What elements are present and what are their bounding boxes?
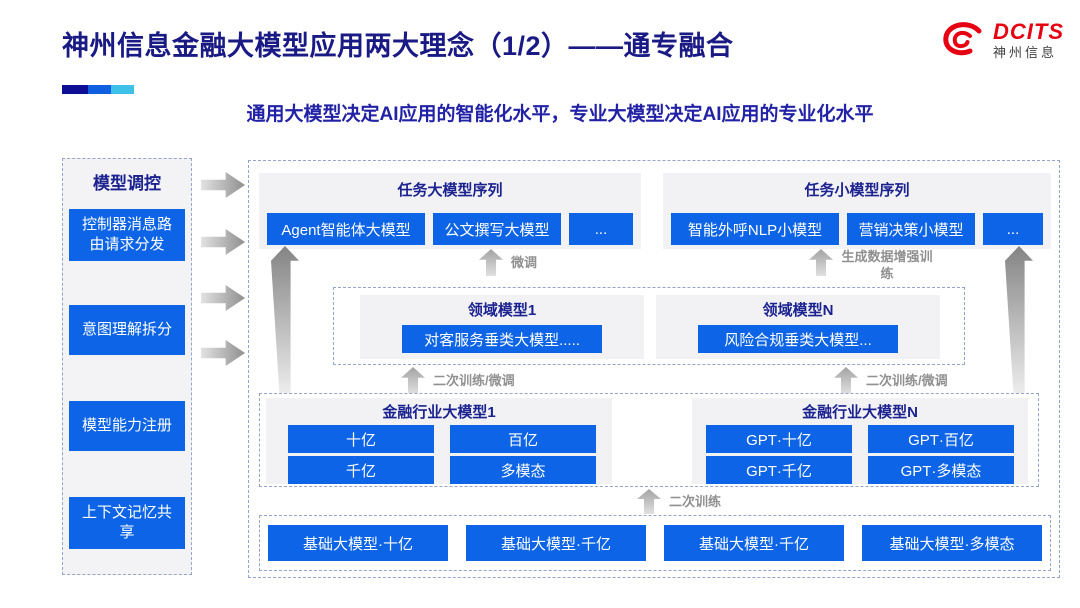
logo-brand: DCITS: [993, 19, 1064, 44]
sidebar-item-capability-register: 模型能力注册: [69, 401, 185, 451]
node-agent-large-model: Agent智能体大模型: [267, 213, 425, 245]
node-gpt-multimodal-model: GPT·多模态: [868, 456, 1014, 484]
sidebar-item-context-share: 上下文记忆共享: [69, 497, 185, 549]
diagram-main: 任务大模型序列 Agent智能体大模型 公文撰写大模型 ... 任务小模型序列 …: [248, 160, 1060, 578]
secondary-ft-left-label: 二次训练/微调: [433, 373, 515, 388]
node-base-100b-model-a: 基础大模型·千亿: [466, 525, 646, 561]
sidebar-item-intent-split: 意图理解拆分: [69, 305, 185, 355]
domain-model-1-panel: 领域模型1 对客服务垂类大模型.....: [360, 295, 644, 359]
node-outbound-nlp-model: 智能外呼NLP小模型: [671, 213, 839, 245]
node-marketing-decision-model: 营销决策小模型: [847, 213, 975, 245]
accent-bar: [62, 85, 134, 94]
task-large-panel: 任务大模型序列 Agent智能体大模型 公文撰写大模型 ...: [259, 173, 641, 249]
task-large-title: 任务大模型序列: [397, 182, 503, 199]
node-task-large-more: ...: [569, 213, 633, 245]
page-title: 神州信息金融大模型应用两大理念（1/2）——通专融合: [62, 31, 734, 61]
dcits-swirl-icon: [943, 22, 982, 56]
industry-model-1-title: 金融行业大模型1: [382, 404, 496, 421]
right-arrow-icon: [201, 172, 245, 198]
node-base-multimodal-model: 基础大模型·多模态: [862, 525, 1042, 561]
domain-model-1-title: 领域模型1: [467, 302, 537, 319]
up-arrow-icon: [809, 249, 833, 276]
base-models-box: 基础大模型·十亿 基础大模型·千亿 基础大模型·千亿 基础大模型·多模态: [259, 515, 1051, 571]
right-arrow-icon: [201, 340, 245, 366]
industry-models-box: 金融行业大模型1 十亿 百亿 千亿 多模态 金融行业大模型N GPT·十亿 GP…: [259, 393, 1039, 487]
node-gpt-100b-model: GPT·千亿: [706, 456, 852, 484]
up-arrow-icon: [834, 367, 858, 394]
accent-segment: [88, 85, 111, 94]
sidebar-title: 模型调控: [93, 174, 161, 193]
sidebar-panel: 模型调控 控制器消息路由请求分发 意图理解拆分 模型能力注册 上下文记忆共享: [62, 158, 192, 575]
node-10b-model: 百亿: [450, 425, 596, 453]
node-customer-service-model: 对客服务垂类大模型.....: [402, 325, 602, 353]
node-100b-model: 千亿: [288, 456, 434, 484]
domain-models-box: 领域模型1 对客服务垂类大模型..... 领域模型N 风险合规垂类大模型...: [333, 287, 965, 365]
node-base-1b-model: 基础大模型·十亿: [268, 525, 448, 561]
secondary-train-label: 二次训练: [669, 494, 722, 509]
node-gpt-10b-model: GPT·百亿: [868, 425, 1014, 453]
right-arrow-icon: [201, 229, 245, 255]
fine-tune-label: 微调: [511, 255, 538, 270]
gen-data-train-label: 生成数据增强训练: [841, 249, 933, 281]
task-small-panel: 任务小模型序列 智能外呼NLP小模型 营销决策小模型 ...: [663, 173, 1051, 249]
up-arrow-icon: [401, 367, 425, 394]
task-small-buttons: 智能外呼NLP小模型 营销决策小模型 ...: [671, 213, 1043, 245]
node-risk-compliance-model: 风险合规垂类大模型...: [698, 325, 898, 353]
industry-model-n-panel: 金融行业大模型N GPT·十亿 GPT·百亿 GPT·千亿 GPT·多模态: [692, 398, 1028, 484]
right-arrow-icon: [201, 285, 245, 311]
logo: DCITS 神州信息: [941, 19, 1064, 61]
node-1b-model: 十亿: [288, 425, 434, 453]
industry-model-1-panel: 金融行业大模型1 十亿 百亿 千亿 多模态: [266, 398, 612, 484]
up-arrow-icon: [271, 246, 299, 393]
subtitle: 通用大模型决定AI应用的智能化水平，专业大模型决定AI应用的专业化水平: [246, 104, 874, 125]
node-task-small-more: ...: [983, 213, 1043, 245]
node-gpt-1b-model: GPT·十亿: [706, 425, 852, 453]
up-arrow-icon: [637, 489, 661, 514]
up-arrow-icon: [1005, 246, 1033, 393]
task-large-buttons: Agent智能体大模型 公文撰写大模型 ...: [267, 213, 633, 245]
node-base-100b-model-b: 基础大模型·千亿: [664, 525, 844, 561]
logo-brand-cn: 神州信息: [993, 45, 1058, 61]
accent-segment: [62, 85, 88, 94]
accent-segment: [111, 85, 134, 94]
task-small-title: 任务小模型序列: [804, 182, 910, 199]
secondary-ft-right-label: 二次训练/微调: [866, 373, 948, 388]
up-arrow-icon: [479, 249, 503, 276]
node-multimodal-model: 多模态: [450, 456, 596, 484]
industry-model-n-title: 金融行业大模型N: [802, 404, 918, 421]
domain-model-n-panel: 领域模型N 风险合规垂类大模型...: [656, 295, 940, 359]
domain-model-n-title: 领域模型N: [762, 302, 834, 319]
node-document-writing-model: 公文撰写大模型: [433, 213, 561, 245]
sidebar-item-controller-routing: 控制器消息路由请求分发: [69, 209, 185, 261]
